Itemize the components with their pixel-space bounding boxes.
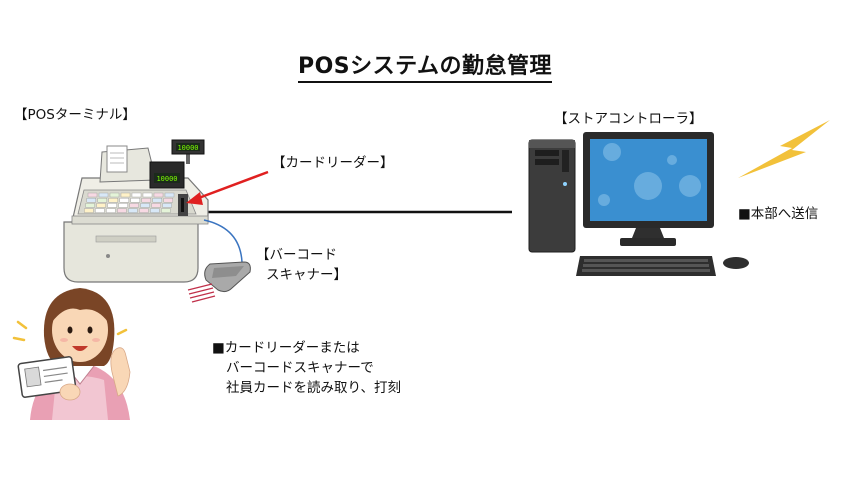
register-key — [150, 208, 160, 213]
register-key — [131, 192, 142, 198]
card-reader-arrow — [186, 170, 269, 205]
register-key — [117, 208, 127, 213]
note-line-1: ■カードリーダーまたは — [212, 340, 360, 356]
register-key — [87, 192, 98, 198]
label-store-controller: 【ストアコントローラ】 — [554, 111, 703, 127]
register-key — [141, 197, 152, 203]
register-key — [84, 208, 94, 213]
page-title: POSシステムの勤怠管理 — [0, 48, 850, 83]
label-barcode-line2: スキャナー】 — [266, 267, 347, 283]
scanner-cable — [203, 219, 243, 263]
barcode-scanner-icon — [187, 261, 251, 303]
register-key — [120, 192, 131, 198]
register-key — [107, 203, 117, 208]
main-display-readout: 10000 — [156, 175, 177, 183]
register-key — [118, 203, 128, 208]
register-key — [106, 208, 116, 213]
register-key — [161, 208, 171, 213]
lightning-icon — [738, 120, 830, 178]
register-key — [119, 197, 130, 203]
note-text: ■カードリーダーまたは バーコードスキャナーで 社員カードを読み取り、打刻 — [212, 338, 401, 398]
register-key — [142, 192, 153, 198]
register-key — [153, 192, 164, 198]
register-key — [164, 192, 175, 198]
register-key — [163, 197, 174, 203]
register-key — [151, 203, 161, 208]
register-key — [98, 192, 109, 198]
register-key — [140, 203, 150, 208]
register-key — [129, 203, 139, 208]
label-card-reader: 【カードリーダー】 — [272, 155, 394, 171]
register-key — [162, 203, 172, 208]
register-key — [86, 197, 97, 203]
register-key — [109, 192, 120, 198]
label-pos-terminal: 【POSターミナル】 — [14, 107, 136, 123]
register-key — [152, 197, 163, 203]
register-key — [108, 197, 119, 203]
employee-with-id-card-icon — [12, 288, 131, 420]
register-key — [139, 208, 149, 213]
register-key — [85, 203, 95, 208]
register-key — [130, 197, 141, 203]
label-send-to-hq: ■本部へ送信 — [738, 206, 819, 222]
customer-display-readout: 10000 — [177, 144, 198, 152]
label-barcode-line1: 【バーコード — [256, 247, 337, 263]
pos-register-icon: 10000 10000 — [63, 139, 209, 283]
register-key — [97, 197, 108, 203]
register-key — [95, 208, 105, 213]
store-controller-pc-icon — [528, 132, 749, 276]
register-key — [96, 203, 106, 208]
register-key — [128, 208, 138, 213]
note-line-2: バーコードスキャナーで — [226, 360, 374, 376]
note-line-3: 社員カードを読み取り、打刻 — [226, 380, 401, 396]
